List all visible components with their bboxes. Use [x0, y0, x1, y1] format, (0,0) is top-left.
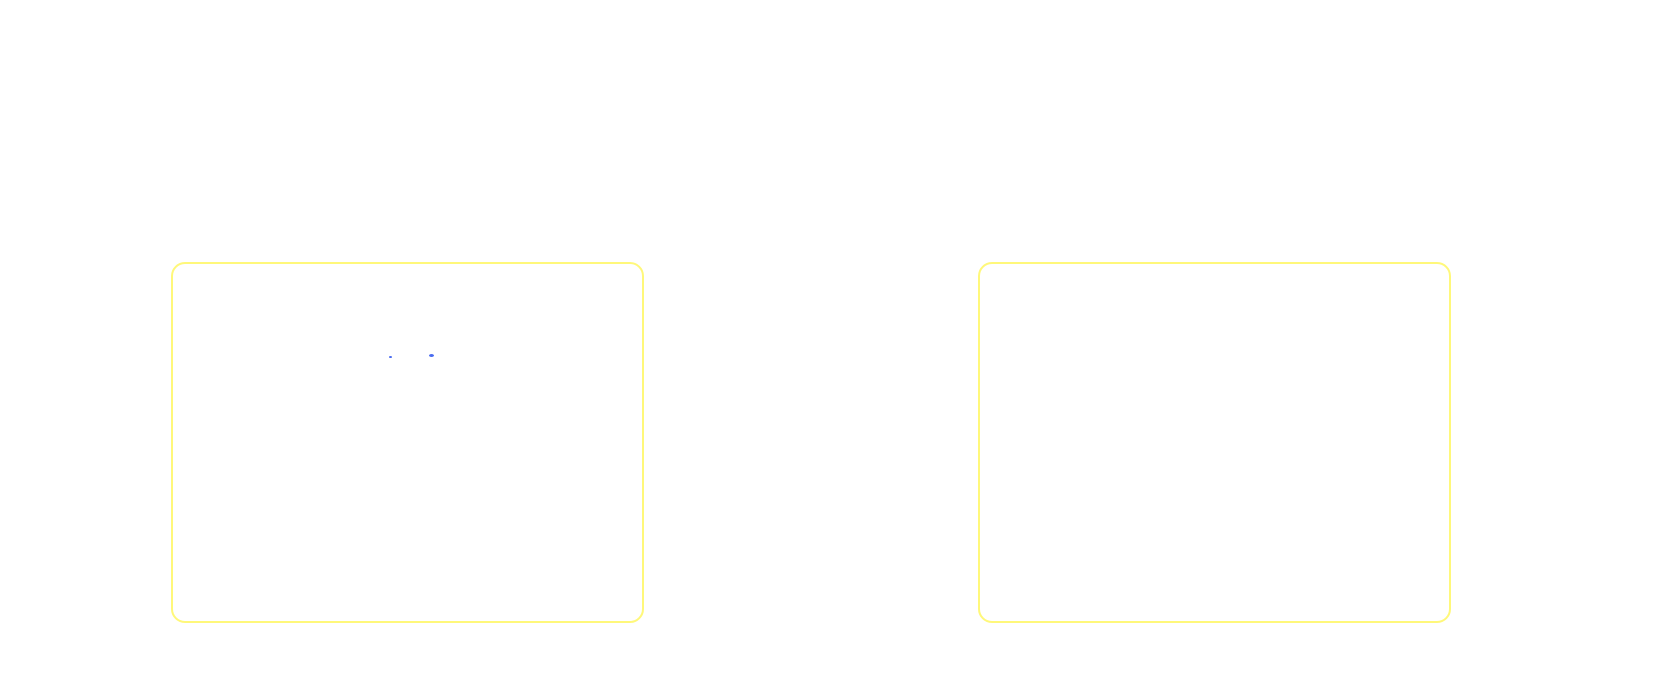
left-panel[interactable]: [171, 262, 644, 623]
blue-dot-marker: [429, 354, 434, 357]
right-panel[interactable]: [978, 262, 1451, 623]
blue-dot-marker: [389, 356, 392, 358]
